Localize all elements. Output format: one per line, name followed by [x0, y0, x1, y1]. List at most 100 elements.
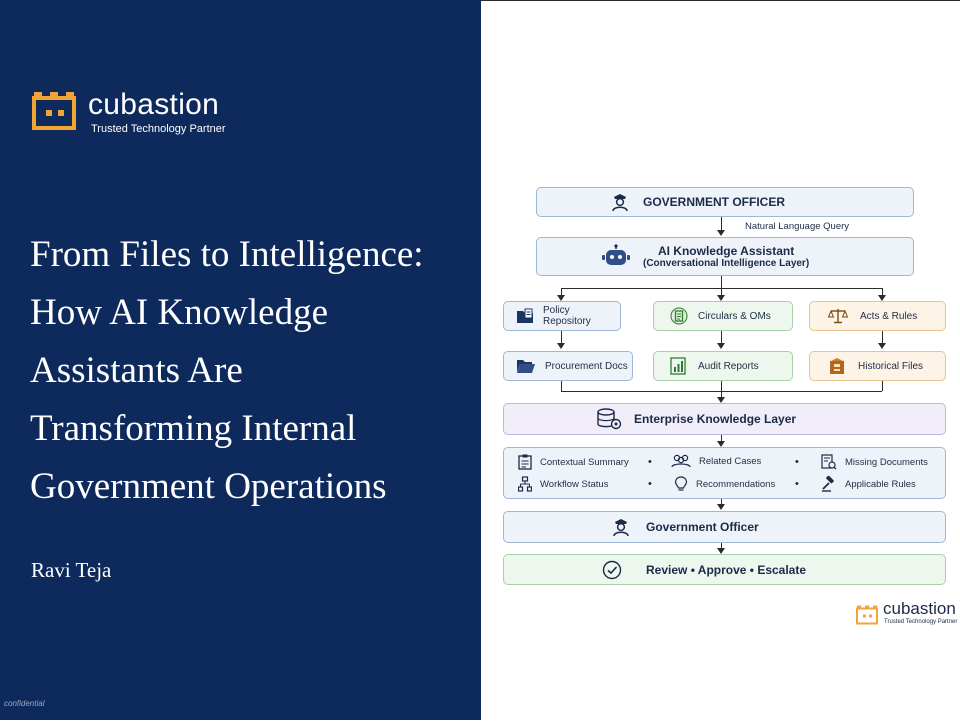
connector-line [721, 381, 722, 391]
arrow-down-icon [717, 504, 725, 510]
brand-logo: cubastion Trusted Technology Partner [32, 88, 226, 136]
right-panel: GOVERNMENT OFFICER Natural Language Quer… [481, 0, 960, 720]
workflow-icon [518, 476, 532, 492]
source-label: Audit Reports [698, 360, 759, 372]
clipboard-icon [518, 454, 532, 470]
connector-line [721, 435, 722, 442]
source-label: Acts & Rules [860, 310, 918, 322]
source-label: Policy Repository [543, 305, 591, 327]
knowledge-layer-label: Enterprise Knowledge Layer [634, 412, 797, 426]
folder-doc-icon [516, 308, 534, 324]
separator-dot: • [648, 456, 652, 468]
arrow-down-icon [717, 230, 725, 236]
knowledge-layer-box: Enterprise Knowledge Layer [503, 403, 946, 435]
connector-line [561, 288, 562, 296]
arrow-down-icon [557, 295, 565, 301]
output-item: Workflow Status [518, 476, 608, 492]
officer-icon [611, 192, 629, 212]
connector-line [882, 288, 883, 296]
mini-brand-logo: cubastion Trusted Technology Partner [856, 599, 957, 627]
mini-brand-tagline: Trusted Technology Partner [884, 619, 958, 625]
output-label: Related Cases [699, 455, 762, 467]
separator-dot: • [648, 478, 652, 490]
title-line: From Files to Intelligence: [30, 234, 424, 275]
open-folder-icon [516, 358, 536, 374]
gavel-icon [822, 476, 834, 492]
source-box: Audit Reports [653, 351, 793, 381]
connector-line [721, 543, 722, 549]
outputs-box [503, 447, 946, 499]
scales-icon [828, 308, 848, 324]
title-line: How AI Knowledge [30, 292, 329, 333]
title-line: Assistants Are [30, 350, 243, 391]
assistant-box: AI Knowledge Assistant (Conversational I… [536, 237, 914, 276]
brand-tagline: Trusted Technology Partner [91, 123, 226, 135]
arrow-down-icon [717, 441, 725, 447]
arrow-down-icon [717, 397, 725, 403]
brand-name: cubastion [88, 88, 220, 121]
assistant-subtitle: (Conversational Intelligence Layer) [643, 258, 810, 269]
arrow-down-icon [557, 343, 565, 349]
connector-line [721, 217, 722, 231]
final-action-label: Review • Approve • Escalate [646, 562, 807, 577]
check-circle-icon [602, 560, 622, 580]
arrow-down-icon [717, 295, 725, 301]
output-item: Contextual Summary [518, 454, 629, 470]
cubastion-logo-icon [856, 605, 878, 625]
officer-bottom-box: Government Officer [503, 511, 946, 543]
arrow-down-icon [878, 343, 886, 349]
output-label: Applicable Rules [845, 478, 916, 490]
output-item: Applicable Rules [821, 476, 916, 492]
officer-top-box: GOVERNMENT OFFICER [536, 187, 914, 217]
output-label: Workflow Status [540, 478, 609, 490]
connector-line [721, 499, 722, 505]
officer-bottom-label: Government Officer [646, 520, 759, 534]
doc-search-icon [821, 454, 837, 470]
output-item: Recommendations [674, 476, 775, 492]
confidential-label: confidential [4, 699, 45, 708]
output-label: Missing Documents [845, 456, 928, 468]
title-line: Transforming Internal [30, 408, 357, 449]
source-box: Historical Files [809, 351, 946, 381]
slide-title: From Files to Intelligence: How AI Knowl… [30, 226, 470, 516]
document-icon [670, 307, 688, 325]
connector-line [882, 381, 883, 391]
mini-brand-name: cubastion [883, 599, 956, 618]
source-label: Procurement Docs [545, 360, 628, 372]
connector-line [721, 391, 722, 398]
officer-icon [612, 517, 630, 537]
database-icon [596, 408, 622, 430]
separator-dot: • [795, 478, 799, 490]
arrow-down-icon [717, 548, 725, 554]
connector-line [721, 288, 722, 296]
source-box: Policy Repository [503, 301, 621, 331]
left-panel: cubastion Trusted Technology Partner Fro… [0, 0, 481, 720]
flow-diagram: GOVERNMENT OFFICER Natural Language Quer… [481, 1, 960, 721]
connector-line [721, 276, 722, 288]
arrow-down-icon [878, 295, 886, 301]
connector-line [721, 331, 722, 344]
lightbulb-icon [674, 476, 688, 491]
connector-line [561, 331, 562, 344]
source-label: Historical Files [858, 360, 924, 372]
cubastion-logo-icon [32, 92, 76, 130]
source-box: Procurement Docs [503, 351, 633, 381]
source-label: Circulars & OMs [698, 310, 771, 322]
output-label: Recommendations [696, 478, 776, 490]
final-action-box: Review • Approve • Escalate [503, 554, 946, 585]
bar-chart-icon [670, 357, 686, 375]
source-box: Circulars & OMs [653, 301, 793, 331]
archive-box-icon [828, 357, 846, 375]
separator-dot: • [795, 456, 799, 468]
officer-top-label: GOVERNMENT OFFICER [643, 195, 786, 209]
arrow-down-icon [717, 343, 725, 349]
output-item: Missing Documents [821, 454, 928, 470]
robot-icon [601, 243, 631, 270]
people-icon [671, 454, 691, 468]
assistant-title: AI Knowledge Assistant [657, 244, 795, 258]
author-name: Ravi Teja [31, 558, 112, 582]
output-item: Related Cases [671, 454, 761, 468]
output-label: Contextual Summary [540, 456, 629, 468]
connector-line [561, 381, 562, 391]
source-box: Acts & Rules [809, 301, 946, 331]
